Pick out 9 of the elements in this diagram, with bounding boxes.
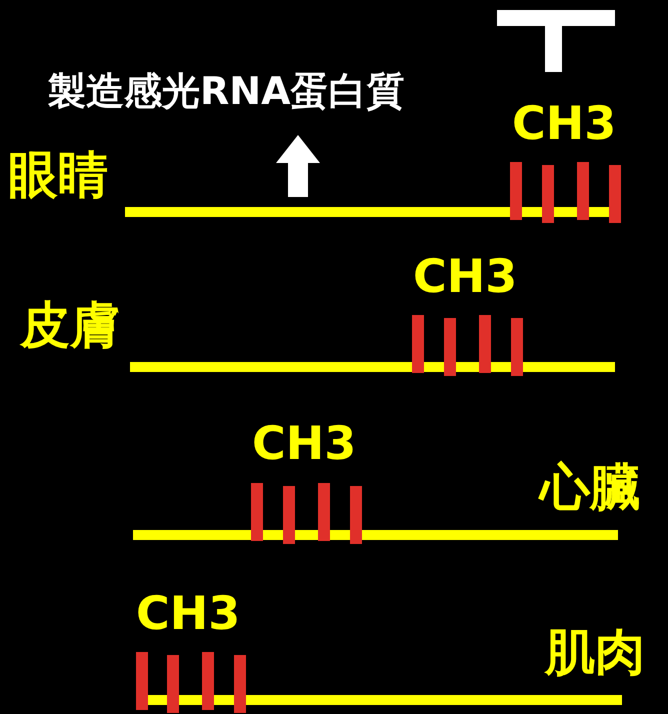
methyl-label: CH3 xyxy=(136,590,240,636)
expression-note: 製造感光RNA蛋白質 xyxy=(48,72,404,110)
methyl-label: CH3 xyxy=(512,100,616,146)
tissue-label: 心臟 xyxy=(540,462,640,512)
tissue-label: 肌肉 xyxy=(545,627,645,677)
methyl-label: CH3 xyxy=(413,253,518,299)
tissue-label: 皮膚 xyxy=(20,300,120,350)
methyl-label: CH3 xyxy=(252,420,356,466)
tissue-label: 眼睛 xyxy=(8,150,108,200)
